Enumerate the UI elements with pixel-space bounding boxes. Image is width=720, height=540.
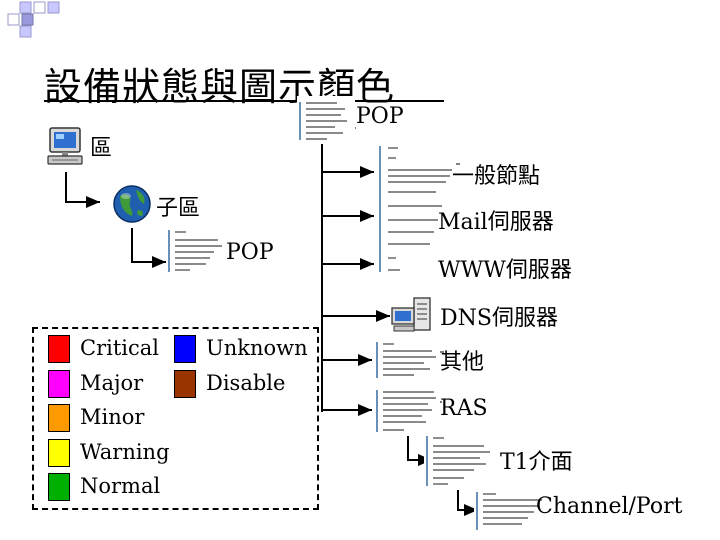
document-list-icon bbox=[166, 226, 226, 276]
globe-icon bbox=[113, 185, 151, 223]
channel-port-label: Channel/Port bbox=[536, 494, 683, 519]
legend-label-major: Major bbox=[80, 370, 144, 395]
other-label: 其他 bbox=[440, 350, 485, 375]
document-list-icon bbox=[374, 338, 440, 382]
legend-swatch-warning bbox=[48, 438, 70, 467]
pop-top-label: POP bbox=[356, 104, 404, 129]
pop-sub-label: POP bbox=[226, 240, 274, 265]
legend-label-minor: Minor bbox=[80, 405, 145, 429]
www-server-label: WWW伺服器 bbox=[438, 258, 572, 283]
server-icon bbox=[391, 297, 431, 332]
document-list-icon bbox=[297, 96, 355, 144]
legend-swatch-major bbox=[48, 369, 70, 398]
general-node-label: 一般節點 bbox=[452, 164, 541, 189]
decorative-squares bbox=[7, 1, 60, 38]
legend-label-warning: Warning bbox=[80, 439, 170, 464]
document-list-icon bbox=[474, 488, 550, 534]
ras-label: RAS bbox=[440, 396, 488, 421]
legend-swatch-unknown bbox=[174, 335, 196, 363]
document-list-icon bbox=[376, 140, 456, 276]
document-list-icon bbox=[424, 432, 496, 490]
legend-label-critical: Critical bbox=[80, 336, 159, 360]
t1-label: T1介面 bbox=[500, 450, 573, 475]
legend-label-disable: Disable bbox=[206, 370, 286, 395]
legend-swatch-disable bbox=[174, 369, 196, 398]
area-label: 區 bbox=[90, 136, 113, 161]
legend-swatch-critical bbox=[48, 335, 70, 363]
legend-label-unknown: Unknown bbox=[206, 336, 308, 360]
computer-icon bbox=[47, 127, 83, 165]
dns-server-label: DNS伺服器 bbox=[440, 306, 558, 331]
legend-label-normal: Normal bbox=[80, 474, 161, 498]
document-list-icon bbox=[374, 386, 440, 436]
subarea-label: 子區 bbox=[156, 196, 201, 221]
legend-swatch-minor bbox=[48, 404, 70, 432]
legend-swatch-normal bbox=[48, 473, 70, 501]
mail-server-label: Mail伺服器 bbox=[438, 210, 554, 235]
title-underline bbox=[44, 100, 444, 102]
